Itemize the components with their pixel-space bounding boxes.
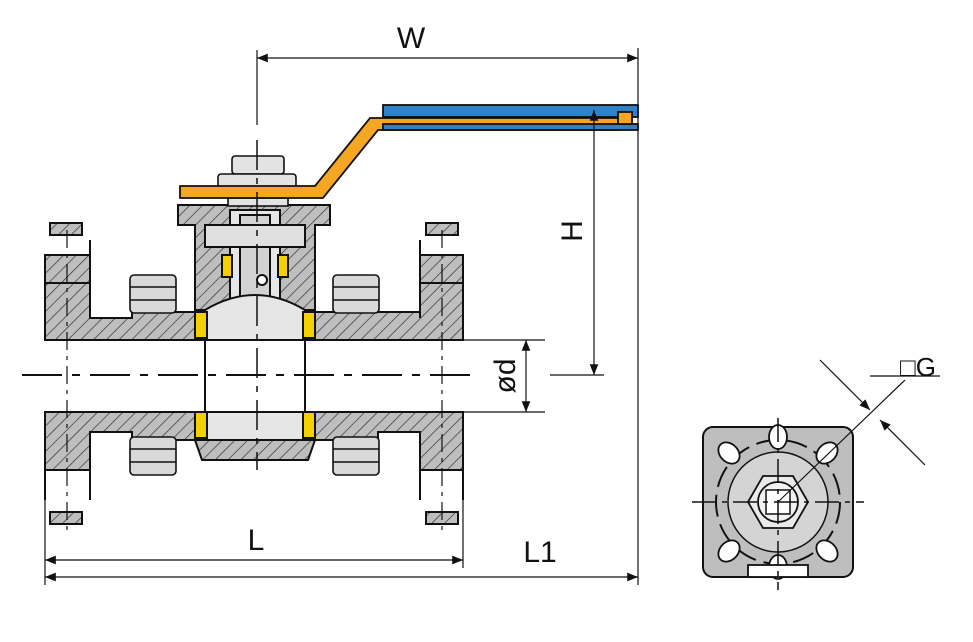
handle <box>179 104 639 199</box>
mounting-slots <box>717 424 839 580</box>
seat-top-right <box>302 311 316 339</box>
slot-top-left <box>717 441 741 465</box>
dimensions <box>44 48 639 585</box>
slot-bottom-right <box>815 539 839 563</box>
dimension-labels: W H ød L L1 □G <box>248 22 936 569</box>
handle-sleeve-lower <box>382 123 639 131</box>
valve-section-view <box>22 104 639 530</box>
left-bottom-bolt <box>49 511 83 525</box>
g-diagonal <box>777 379 906 503</box>
label-h: H <box>556 220 589 242</box>
washer <box>227 197 289 207</box>
label-d: ød <box>489 358 522 393</box>
label-w: W <box>397 22 426 55</box>
handle-tip <box>617 111 633 125</box>
label-g: □G <box>900 352 936 382</box>
top-view <box>692 359 940 590</box>
seat-bottom-left <box>194 411 208 439</box>
nut-top-right <box>332 274 380 314</box>
g-ext-lower <box>879 419 926 466</box>
label-l1: L1 <box>523 536 556 569</box>
seat-bottom-right <box>302 411 316 439</box>
stem-pin <box>256 274 268 286</box>
lower-flange-bolts <box>44 470 464 525</box>
nut-bottom-left <box>129 436 177 476</box>
g-ext-upper <box>819 359 871 411</box>
bottom-cap <box>193 439 317 461</box>
slot-top-right <box>815 441 839 465</box>
body-bolt-nuts <box>129 274 380 476</box>
gland <box>204 224 306 248</box>
left-top-bolt <box>49 222 83 236</box>
packing-right <box>277 254 289 278</box>
upper-flange-bolts <box>44 222 464 270</box>
nut-top-left <box>129 274 177 314</box>
packing-left <box>221 254 233 278</box>
nut-bottom-right <box>332 436 380 476</box>
handle-sleeve <box>382 104 639 118</box>
top-nut <box>231 155 285 175</box>
slot-bottom-left <box>717 539 741 563</box>
label-l: L <box>248 524 265 557</box>
seat-top-left <box>194 311 208 339</box>
